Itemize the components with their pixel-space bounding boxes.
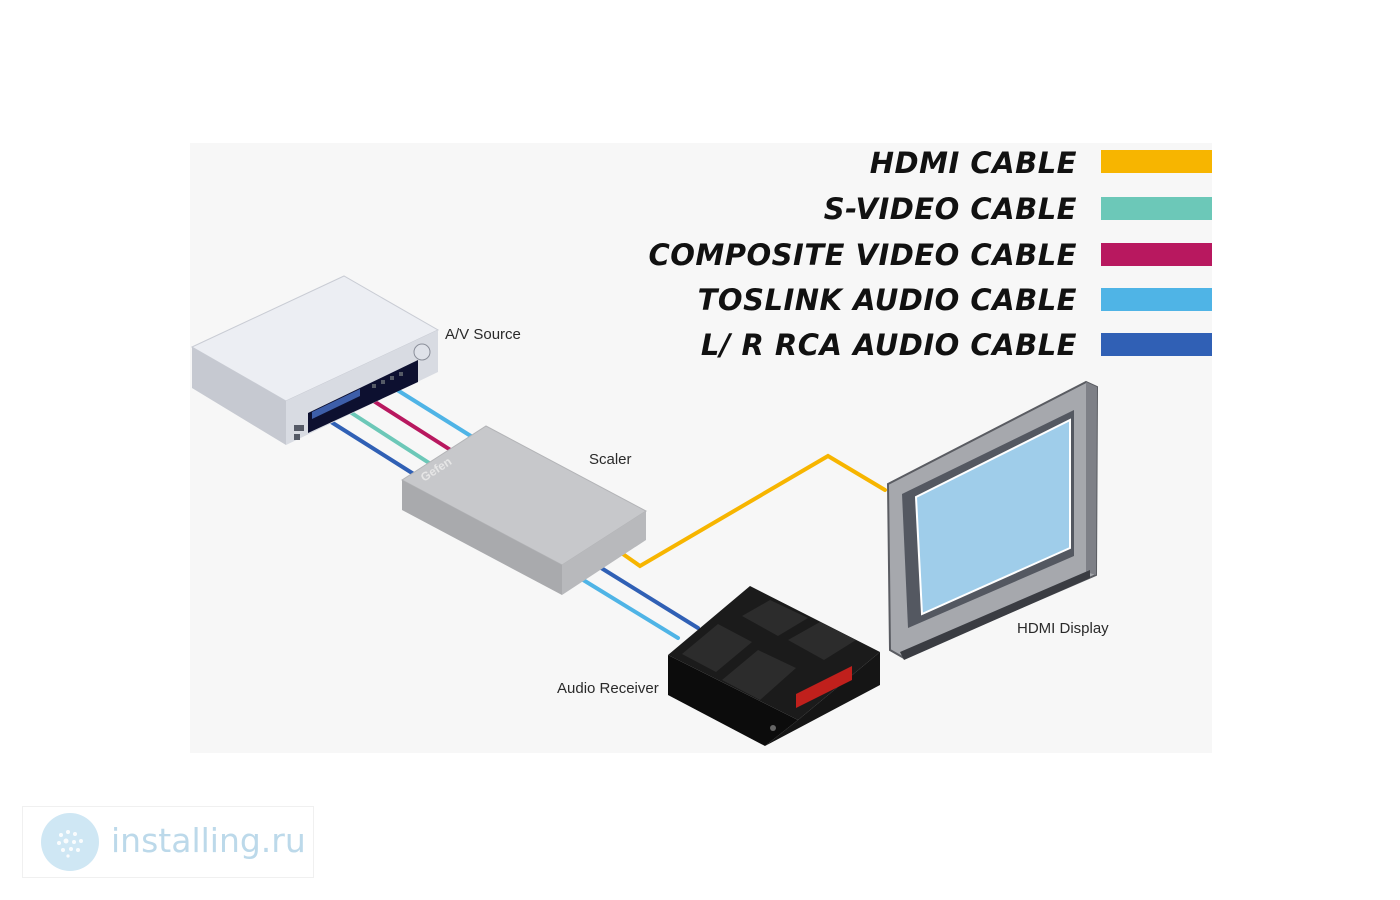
legend-swatch-hdmi: [1101, 150, 1212, 173]
cables: [326, 386, 887, 640]
legend-swatch-composite: [1101, 243, 1212, 266]
scaler-label: Scaler: [589, 451, 632, 468]
cable-hdmi: [618, 453, 887, 569]
hdmi-display-device: HDMI Display: [886, 380, 1109, 660]
audio-receiver-device: Audio Receiver: [557, 586, 880, 746]
legend-swatch-toslink: [1101, 288, 1212, 311]
legend-label-rca-audio: L/ R RCA AUDIO CABLE: [701, 328, 1077, 362]
legend-label-composite: COMPOSITE VIDEO CABLE: [648, 238, 1077, 272]
legend: HDMI CABLE S-VIDEO CABLE COMPOSITE VIDEO…: [648, 146, 1212, 362]
av-source-knob-icon: [413, 343, 431, 361]
av-source-device: A/V Source: [190, 275, 521, 445]
legend-label-toslink: TOSLINK AUDIO CABLE: [698, 283, 1077, 317]
cable-rca-receiver: [596, 564, 700, 630]
receiver-display-panel: [796, 666, 852, 708]
receiver-speaker-grille: [682, 624, 752, 672]
display-screen: [914, 418, 1071, 616]
audio-receiver-label: Audio Receiver: [557, 680, 659, 697]
watermark: installing.ru: [22, 806, 314, 878]
watermark-text: installing.ru: [111, 821, 306, 860]
cable-toslink-receiver: [578, 576, 680, 640]
diagram-panel: HDMI CABLE S-VIDEO CABLE COMPOSITE VIDEO…: [190, 143, 1212, 753]
cable-s-video: [348, 410, 442, 472]
legend-label-hdmi: HDMI CABLE: [870, 146, 1077, 180]
connection-diagram: HDMI CABLE S-VIDEO CABLE COMPOSITE VIDEO…: [190, 146, 1212, 746]
scaler-device: Gefen Scaler: [401, 425, 647, 595]
cable-rca-source: [326, 418, 422, 480]
cable-composite: [370, 398, 462, 458]
hdmi-display-label: HDMI Display: [1017, 620, 1109, 637]
cable-toslink-source: [392, 386, 476, 440]
installing-ru-logo-icon: [41, 813, 99, 871]
legend-swatch-s-video: [1101, 197, 1212, 220]
legend-label-s-video: S-VIDEO CABLE: [824, 192, 1077, 226]
legend-swatch-rca-audio: [1101, 333, 1212, 356]
av-source-label: A/V Source: [445, 326, 521, 343]
